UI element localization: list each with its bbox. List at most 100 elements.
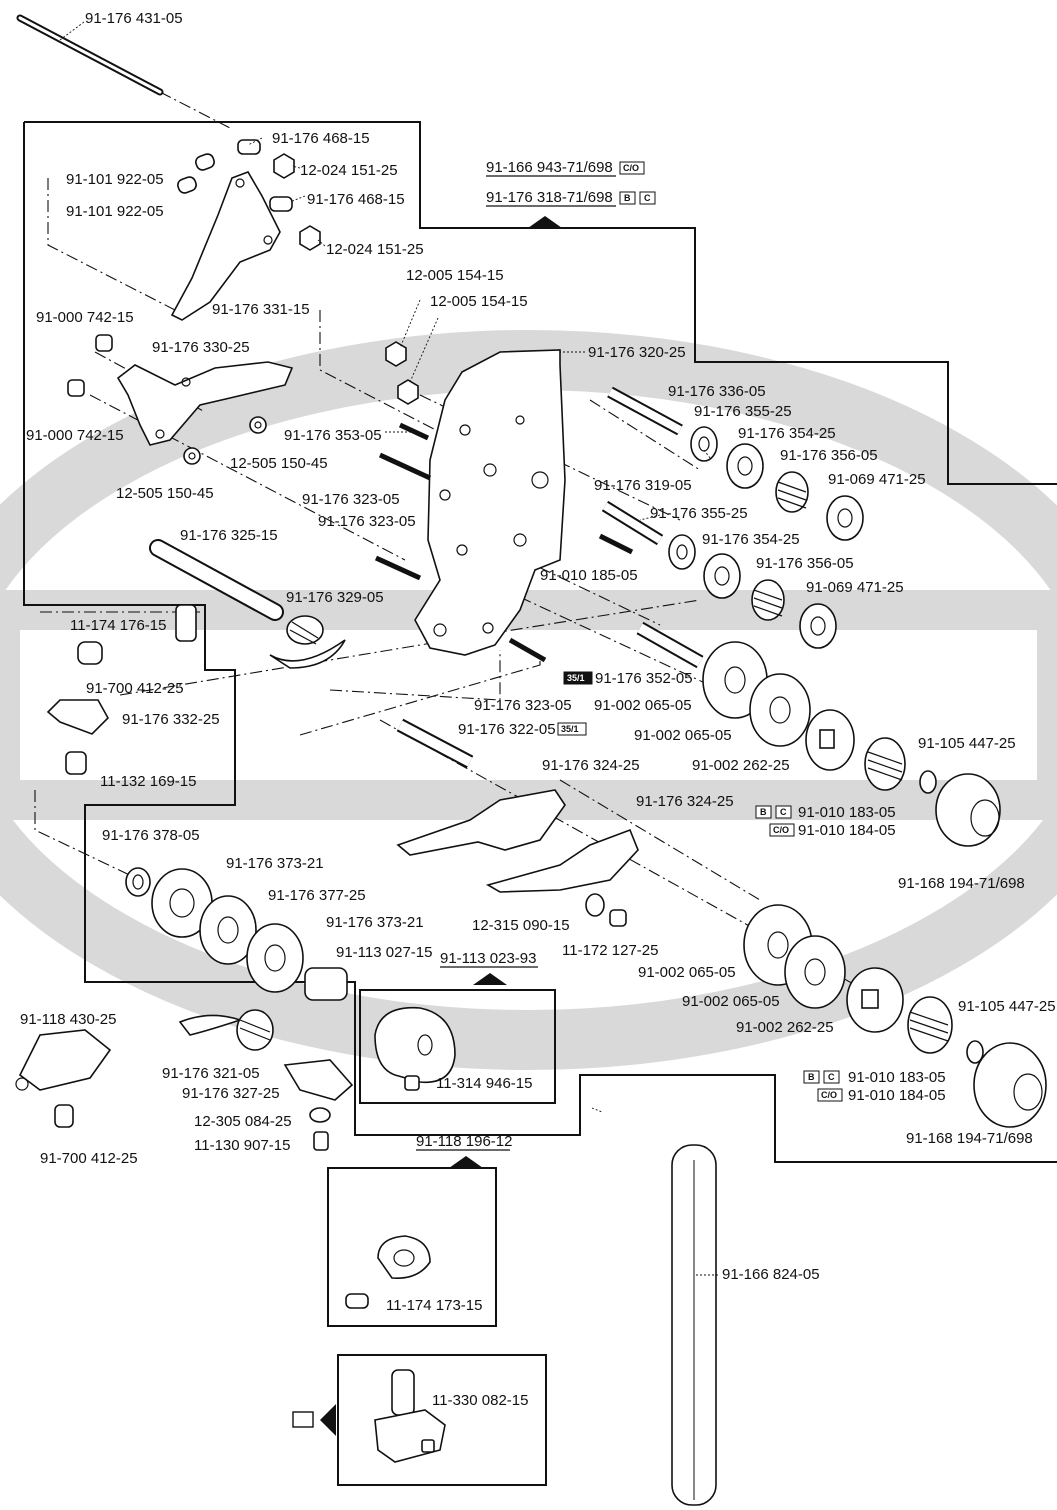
part-label: 91-176 377-25 — [268, 887, 366, 904]
assembly-marker-icon — [528, 216, 562, 228]
variant-badges: C/O B C 35/1 35/1 B C C/O B C C/O — [557, 161, 843, 1102]
part-label: 12-315 090-15 — [472, 917, 570, 934]
part-labels: 91-176 431-05 91-176 468-15 12-024 151-2… — [20, 10, 1056, 1409]
part-label: 91-176 468-15 — [307, 191, 405, 208]
part-label: 11-314 946-15 — [436, 1075, 532, 1092]
part-label: 11-130 907-15 — [194, 1137, 290, 1154]
badge: 35/1 — [561, 724, 579, 734]
part-label: 91-105 447-25 — [918, 735, 1016, 752]
bracket-plate-part — [170, 171, 281, 321]
part-label: 91-101 922-05 — [66, 203, 164, 220]
part-label: 91-176 324-25 — [542, 757, 640, 774]
part-label: 91-176 356-05 — [780, 447, 878, 464]
badge: C/O — [773, 825, 789, 835]
part-label: 91-002 262-25 — [736, 1019, 834, 1036]
part-label: 91-176 353-05 — [284, 427, 382, 444]
badge: C — [780, 807, 787, 817]
part-label: 91-176 336-05 — [668, 383, 766, 400]
badge: C/O — [821, 1090, 837, 1100]
part-label: 12-005 154-15 — [406, 267, 504, 284]
part-label: 91-176 373-21 — [226, 855, 324, 872]
part-label: 91-176 352-05 — [595, 670, 693, 687]
part-label: 91-002 065-05 — [634, 727, 732, 744]
part-label: 91-176 354-25 — [738, 425, 836, 442]
part-label: 91-176 323-05 — [474, 697, 572, 714]
part-label: 12-024 151-25 — [326, 241, 424, 258]
part-label: 91-700 412-25 — [40, 1150, 138, 1167]
part-label: 91-176 322-05 — [458, 721, 556, 738]
part-label: 91-010 184-05 — [848, 1087, 946, 1104]
part-label: 12-005 154-15 — [430, 293, 528, 310]
part-label: 91-176 355-25 — [694, 403, 792, 420]
part-label: 91-176 323-05 — [302, 491, 400, 508]
part-label: 91-105 447-25 — [958, 998, 1056, 1015]
assembly-label: 91-113 023-93 — [440, 950, 536, 967]
assembly-label: 91-176 318-71/698 — [486, 189, 613, 206]
part-label: 91-002 065-05 — [594, 697, 692, 714]
part-label: 91-176 320-25 — [588, 344, 686, 361]
part-label: 91-168 194-71/698 — [906, 1130, 1033, 1147]
assembly-marker-icon — [449, 1156, 483, 1168]
part-label: 91-176 468-15 — [272, 130, 370, 147]
badge: C — [828, 1072, 835, 1082]
part-label: 91-000 742-15 — [26, 427, 124, 444]
part-label: 91-176 378-05 — [102, 827, 200, 844]
part-label: 91-176 431-05 — [85, 10, 183, 27]
stud-part — [601, 386, 683, 546]
part-label: 91-176 327-25 — [182, 1085, 280, 1102]
part-label: 91-700 412-25 — [86, 680, 184, 697]
part-label: 91-010 185-05 — [540, 567, 638, 584]
part-label: 11-172 127-25 — [562, 942, 658, 959]
part-label: 91-176 354-25 — [702, 531, 800, 548]
part-label: 91-113 027-15 — [336, 944, 432, 961]
part-label: 91-176 321-05 — [162, 1065, 260, 1082]
subassembly-box-91-113 — [359, 989, 556, 1104]
part-label: 91-002 262-25 — [692, 757, 790, 774]
part-label: 91-069 471-25 — [828, 471, 926, 488]
badge: B — [808, 1072, 815, 1082]
badge: B — [624, 193, 631, 203]
part-label: 12-505 150-45 — [116, 485, 214, 502]
part-label: 91-176 325-15 — [180, 527, 278, 544]
part-label: 91-176 355-25 — [650, 505, 748, 522]
leader-lines — [59, 21, 718, 1276]
assembly-marker-icon — [473, 973, 507, 985]
part-label: 11-174 173-15 — [386, 1297, 482, 1314]
part-label: 91-010 183-05 — [798, 804, 896, 821]
part-label: 91-069 471-25 — [806, 579, 904, 596]
assembly-label: 91-118 196-12 — [416, 1133, 512, 1150]
part-label: 91-176 330-25 — [152, 339, 250, 356]
pointer-arrow-icon — [320, 1404, 336, 1436]
part-label: 91-010 184-05 — [798, 822, 896, 839]
part-label: 12-505 150-45 — [230, 455, 328, 472]
part-label: 91-002 065-05 — [638, 964, 736, 981]
parts — [15, 14, 1047, 1506]
part-label: 91-002 065-05 — [682, 993, 780, 1010]
part-label: 11-330 082-15 — [432, 1392, 528, 1409]
badge: C — [644, 193, 651, 203]
main-plate-part — [414, 349, 566, 656]
part-label: 91-166 824-05 — [722, 1266, 820, 1283]
subassembly-box-91-118 — [327, 1167, 497, 1327]
part-label: 11-132 169-15 — [100, 773, 196, 790]
part-label: 12-305 084-25 — [194, 1113, 292, 1130]
part-label: 91-000 742-15 — [36, 309, 134, 326]
part-label: 91-118 430-25 — [20, 1011, 116, 1028]
part-label: 91-176 331-15 — [212, 301, 310, 318]
part-label: 91-176 373-21 — [326, 914, 424, 931]
assembly-frames — [23, 121, 1057, 1486]
part-label: 91-168 194-71/698 — [898, 875, 1025, 892]
part-label: 91-176 332-25 — [122, 711, 220, 728]
badge: 35/1 — [567, 673, 585, 683]
assembly-label: 91-166 943-71/698 — [486, 159, 613, 176]
part-label: 91-176 319-05 — [594, 477, 692, 494]
badge: B — [760, 807, 767, 817]
reference-square-icon — [292, 1411, 314, 1428]
part-label: 91-176 356-05 — [756, 555, 854, 572]
assembly-labels: 91-166 943-71/698 91-176 318-71/698 91-1… — [416, 159, 616, 1151]
subassembly-box-11-330 — [337, 1354, 547, 1486]
part-label: 11-174 176-15 — [70, 617, 166, 634]
part-label: 91-010 183-05 — [848, 1069, 946, 1086]
